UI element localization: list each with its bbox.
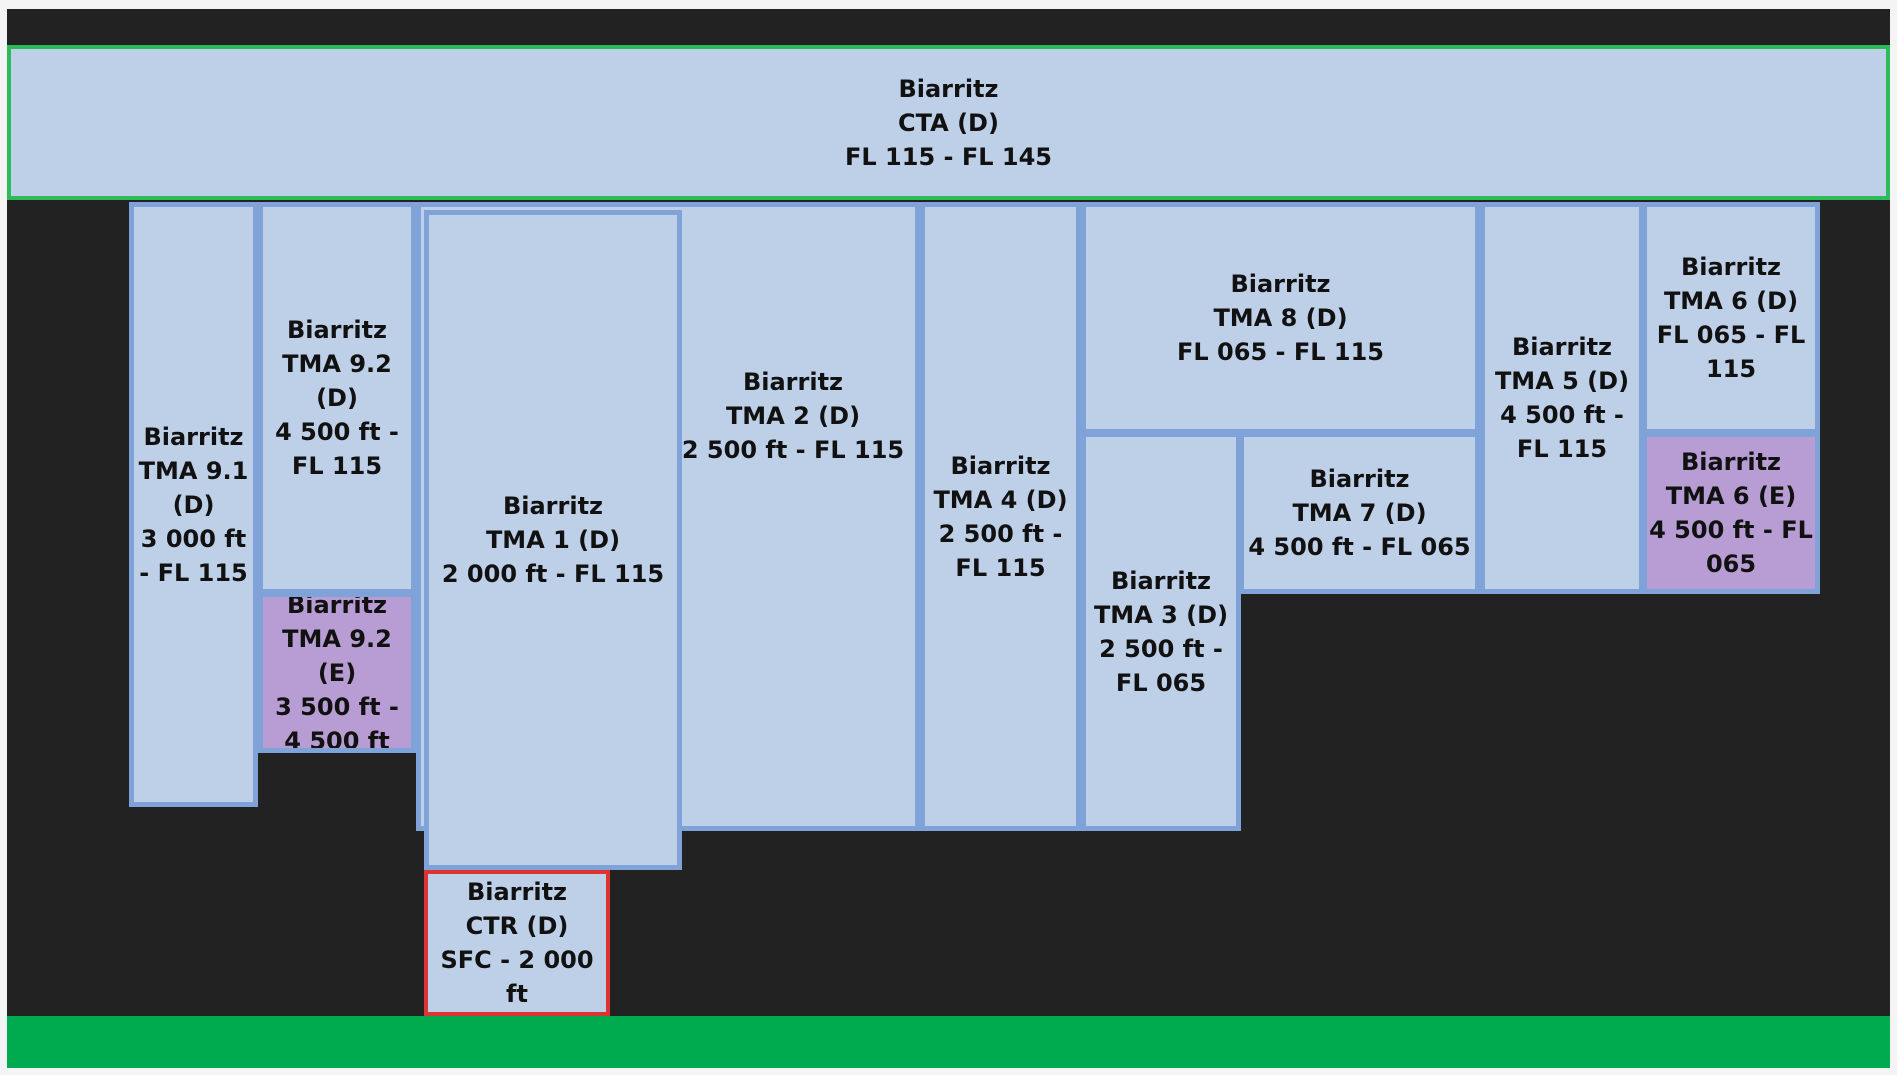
zone-limits: 3 000 ft - FL 115 [139,524,248,587]
zone-tma-9-2-d: Biarritz TMA 9.2 (D) 4 500 ft - FL 115 [258,202,416,594]
zone-name: Biarritz [143,422,244,451]
zone-tma-6-d: Biarritz TMA 6 (D) FL 065 - FL 115 [1642,202,1820,434]
zone-designation: TMA 1 (D) [485,526,621,554]
zone-designation: TMA 6 (D) [1663,287,1799,315]
zone-limits: 3 500 ft - 4 500 ft [275,692,399,753]
zone-limits: 2 500 ft - FL 065 [1099,634,1223,697]
zone-tma-1: Biarritz TMA 1 (D) 2 000 ft - FL 115 [424,210,682,870]
zone-designation: TMA 9.2 (D) [282,350,392,412]
zone-name: Biarritz [898,74,999,103]
zone-name: Biarritz [1680,448,1782,476]
zone-tma-3: Biarritz TMA 3 (D) 2 500 ft - FL 065 [1081,432,1241,831]
zone-name: Biarritz [1680,253,1782,281]
zone-designation: TMA 7 (D) [1292,499,1427,527]
zone-designation: TMA 9.1 (D) [138,456,249,519]
zone-tma-8: Biarritz TMA 8 (D) FL 065 - FL 115 [1081,202,1480,434]
zone-name: Biarritz [1309,465,1410,493]
zone-limits: FL 065 - FL 115 [1656,321,1806,383]
zone-designation: TMA 3 (D) [1093,600,1229,629]
zone-tma-7: Biarritz TMA 7 (D) 4 500 ft - FL 065 [1239,432,1480,594]
zone-tma-9-2-e: Biarritz TMA 9.2 (E) 3 500 ft - 4 500 ft [258,592,416,753]
zone-name: Biarritz [466,878,568,906]
zone-name: Biarritz [1511,333,1613,361]
zone-designation: TMA 2 (D) [725,402,861,430]
zone-designation: TMA 4 (D) [933,485,1068,514]
zone-tma-5: Biarritz TMA 5 (D) 4 500 ft - FL 115 [1480,202,1644,594]
zone-designation: TMA 8 (D) [1213,304,1348,332]
zone-name: Biarritz [742,368,844,396]
zone-limits: FL 115 - FL 145 [845,142,1052,171]
zone-limits: 4 500 ft - FL 115 [1500,401,1624,463]
zone-name: Biarritz [1230,270,1331,298]
zone-cta: Biarritz CTA (D) FL 115 - FL 145 [7,45,1890,200]
zone-name: Biarritz [950,451,1051,480]
zone-limits: 4 500 ft - FL 115 [275,418,399,480]
zone-limits: 2 500 ft - FL 115 [681,436,905,464]
ground-band [7,1016,1890,1068]
zone-designation: TMA 6 (E) [1665,482,1797,510]
zone-ctr: Biarritz CTR (D) SFC - 2 000 ft [424,870,610,1016]
zone-tma-2-label: Biarritz TMA 2 (D) 2 500 ft - FL 115 [673,365,913,467]
zone-limits: SFC - 2 000 ft [440,946,594,1008]
zone-tma-4: Biarritz TMA 4 (D) 2 500 ft - FL 115 [920,202,1081,831]
zone-name: Biarritz [1110,566,1212,595]
zone-designation: TMA 9.2 (E) [282,624,392,687]
zone-designation: CTR (D) [465,912,569,940]
zone-designation: CTA (D) [898,108,999,137]
zone-limits: 4 500 ft - FL 065 [1248,533,1471,561]
zone-name: Biarritz [286,316,388,344]
zone-name: Biarritz [502,492,604,520]
zone-name: Biarritz [286,592,388,619]
zone-limits: FL 065 - FL 115 [1177,338,1384,366]
zone-limits: 2 000 ft - FL 115 [441,560,665,588]
zone-limits: 2 500 ft - FL 115 [938,519,1063,582]
zone-designation: TMA 5 (D) [1494,367,1630,395]
zone-tma-6-e: Biarritz TMA 6 (E) 4 500 ft - FL 065 [1642,432,1820,594]
zone-limits: 4 500 ft - FL 065 [1649,516,1813,578]
zone-tma-9-1: Biarritz TMA 9.1 (D) 3 000 ft - FL 115 [129,202,258,807]
